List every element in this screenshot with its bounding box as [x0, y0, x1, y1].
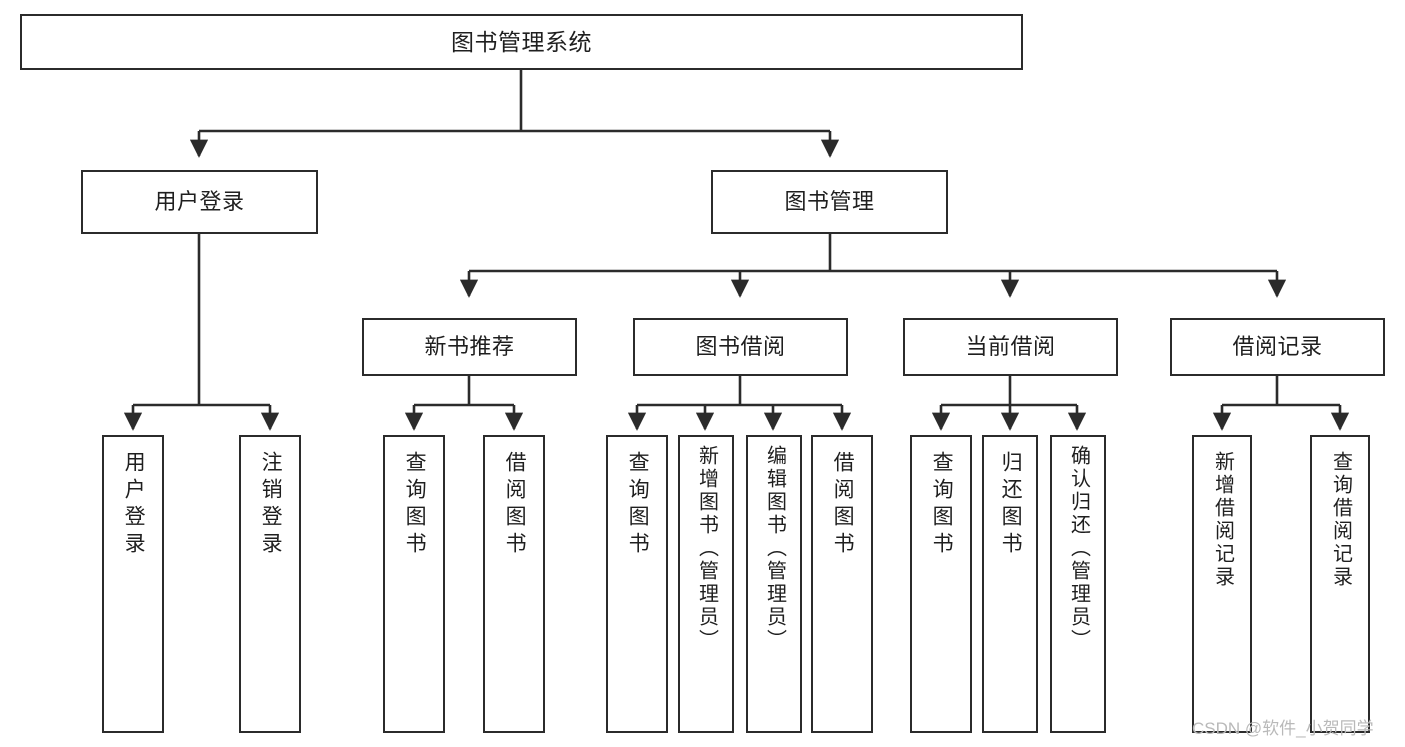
node-label: 图书借阅 [695, 334, 786, 360]
node-label: 借阅图书 [503, 451, 527, 559]
leaf-recommend-borrow-book[interactable]: 借阅图书 [483, 435, 545, 733]
node-label: 注销登录 [259, 451, 283, 559]
leaf-recommend-query-book[interactable]: 查询图书 [383, 435, 445, 733]
node-label: 编辑图书（管理员） [763, 445, 786, 652]
leaf-record-query-record[interactable]: 查询借阅记录 [1310, 435, 1370, 733]
leaf-record-add-record[interactable]: 新增借阅记录 [1192, 435, 1252, 733]
leaf-current-query-book[interactable]: 查询图书 [910, 435, 972, 733]
leaf-current-return-book[interactable]: 归还图书 [982, 435, 1038, 733]
node-book-borrow[interactable]: 图书借阅 [633, 318, 848, 376]
leaf-borrow-borrow-book[interactable]: 借阅图书 [811, 435, 873, 733]
leaf-borrow-query-book[interactable]: 查询图书 [606, 435, 668, 733]
node-borrow-record[interactable]: 借阅记录 [1170, 318, 1385, 376]
node-label: 查询图书 [403, 451, 427, 559]
node-user-login[interactable]: 用户登录 [81, 170, 318, 234]
node-current-borrow[interactable]: 当前借阅 [903, 318, 1118, 376]
leaf-current-confirm-return-admin[interactable]: 确认归还（管理员） [1050, 435, 1106, 733]
node-label: 新增借阅记录 [1211, 451, 1234, 589]
node-label: 用户登录 [122, 451, 146, 559]
node-label: 查询借阅记录 [1329, 451, 1352, 589]
node-new-book-recommend[interactable]: 新书推荐 [362, 318, 577, 376]
leaf-user-login-login[interactable]: 用户登录 [102, 435, 164, 733]
node-label: 借阅图书 [831, 451, 855, 559]
node-label: 新增图书（管理员） [695, 445, 718, 652]
node-label: 查询图书 [626, 451, 650, 559]
node-label: 用户登录 [154, 189, 245, 215]
csdn-watermark: CSDN @软件_小贺同学 [1192, 719, 1374, 738]
node-label: 借阅记录 [1232, 334, 1323, 360]
node-label: 新书推荐 [424, 334, 515, 360]
node-root-system[interactable]: 图书管理系统 [20, 14, 1023, 70]
leaf-borrow-add-book-admin[interactable]: 新增图书（管理员） [678, 435, 734, 733]
leaf-user-login-logout[interactable]: 注销登录 [239, 435, 301, 733]
node-label: 当前借阅 [965, 334, 1056, 360]
node-label: 查询图书 [930, 451, 954, 559]
node-book-management[interactable]: 图书管理 [711, 170, 948, 234]
leaf-borrow-edit-book-admin[interactable]: 编辑图书（管理员） [746, 435, 802, 733]
node-label: 归还图书 [999, 451, 1023, 559]
node-label: 图书管理 [784, 189, 875, 215]
node-label: 确认归还（管理员） [1067, 445, 1090, 652]
node-label: 图书管理系统 [451, 28, 592, 55]
